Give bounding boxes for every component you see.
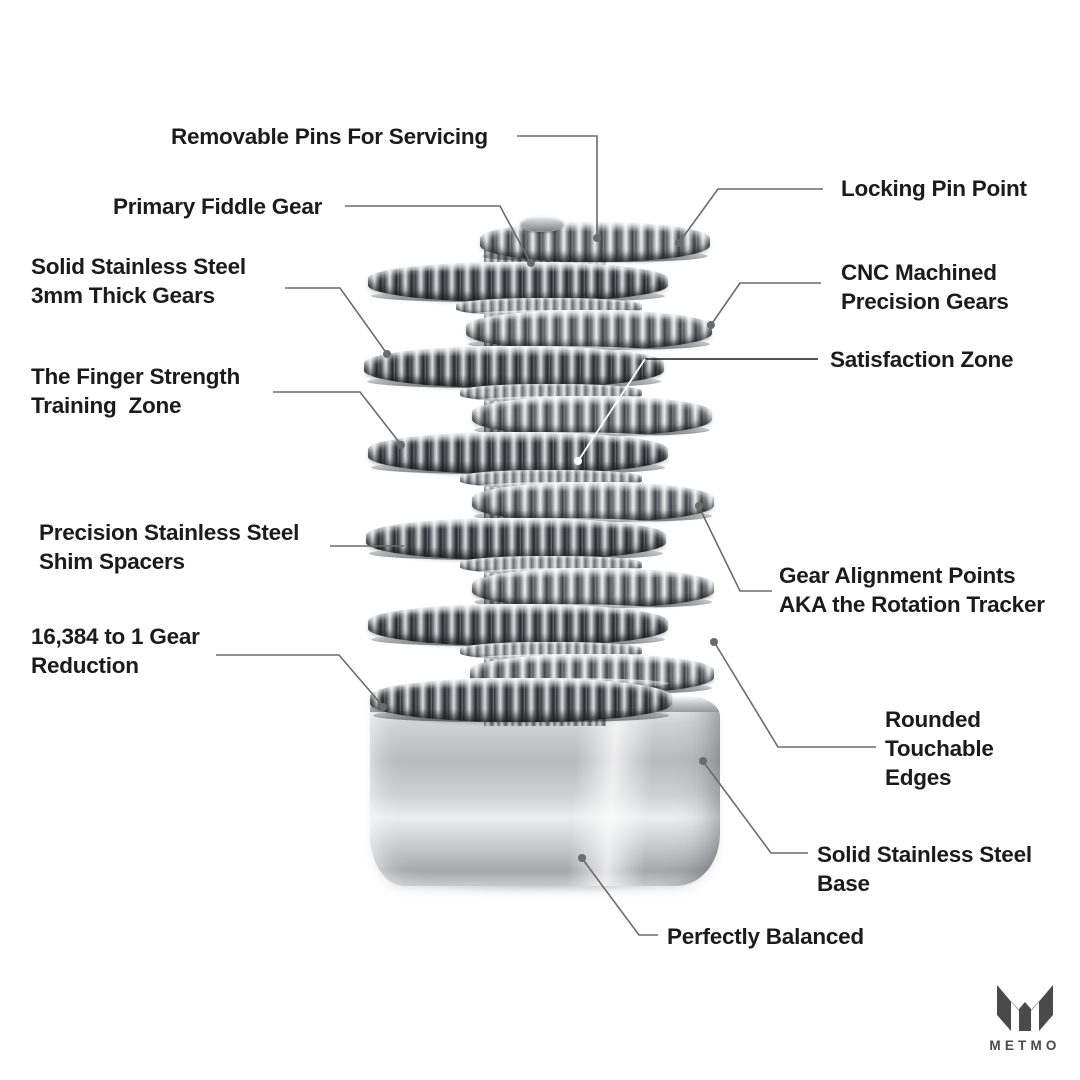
callout-gear-alignment-points: Gear Alignment Points AKA the Rotation T… xyxy=(779,563,1045,617)
gear-disc xyxy=(368,262,668,302)
gear-disc xyxy=(466,310,712,350)
gear-disc xyxy=(368,604,668,646)
product-illustration xyxy=(352,216,732,918)
callout-cnc-machined-precision-gears: CNC Machined Precision Gears xyxy=(841,260,1009,314)
callout-locking-pin-point: Locking Pin Point xyxy=(841,176,1027,201)
callout-solid-stainless-steel-base: Solid Stainless Steel Base xyxy=(817,842,1032,896)
removable-pin xyxy=(520,216,564,232)
callout-gear-reduction-ratio: 16,384 to 1 Gear Reduction xyxy=(31,624,200,678)
gear-disc xyxy=(480,222,710,262)
gear-disc xyxy=(364,346,664,388)
callout-perfectly-balanced: Perfectly Balanced xyxy=(667,924,864,949)
metmo-wordmark: METMO xyxy=(989,1038,1061,1053)
gear-disc xyxy=(472,396,712,436)
gear-disc xyxy=(370,678,672,722)
callout-finger-strength-training-zone: The Finger Strength Training Zone xyxy=(31,364,240,418)
callout-solid-stainless-steel-3mm-gears: Solid Stainless Steel 3mm Thick Gears xyxy=(31,254,246,308)
gear-disc xyxy=(366,518,666,560)
gear-disc xyxy=(472,568,714,608)
callout-primary-fiddle-gear: Primary Fiddle Gear xyxy=(113,194,323,219)
callout-rounded-touchable-edges: Rounded Touchable Edges xyxy=(885,707,994,790)
metmo-chevron-m-icon xyxy=(997,985,1053,1031)
gear-disc xyxy=(368,432,668,474)
callout-removable-pins: Removable Pins For Servicing xyxy=(171,124,488,149)
metmo-logo: METMO xyxy=(989,981,1061,1053)
callout-satisfaction-zone: Satisfaction Zone xyxy=(830,347,1014,372)
gear-disc xyxy=(472,482,714,522)
leader-line-rounded-touchable-edges xyxy=(715,644,876,748)
callout-precision-shim-spacers: Precision Stainless Steel Shim Spacers xyxy=(39,520,300,574)
